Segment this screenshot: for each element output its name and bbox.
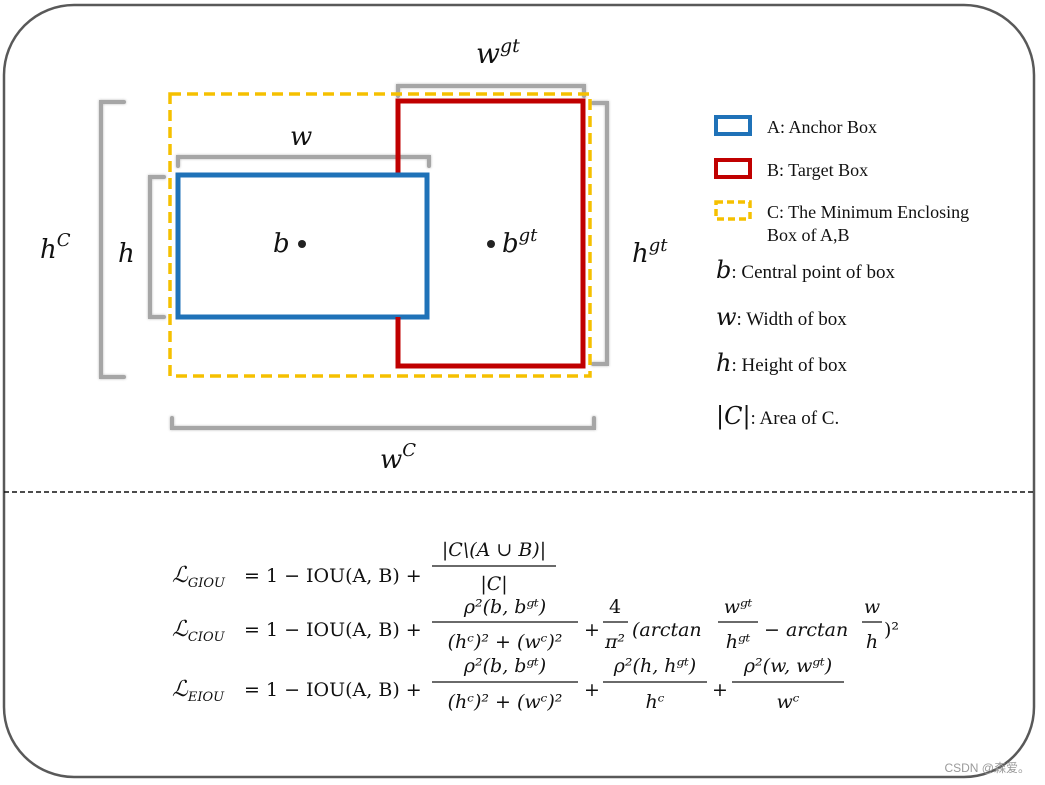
svg-text:+: + bbox=[584, 619, 600, 641]
svg-text:= 1 − IOU(A, B) +: = 1 − IOU(A, B) + bbox=[244, 565, 422, 587]
svg-text:(arctan: (arctan bbox=[632, 619, 702, 641]
svg-text:(hᶜ)² + (wᶜ)²: (hᶜ)² + (wᶜ)² bbox=[448, 631, 563, 653]
svg-text:ℒCIOU: ℒCIOU bbox=[172, 617, 226, 645]
label-w-gt: wgt bbox=[476, 35, 520, 70]
svg-text:ρ²(w, wᵍᵗ): ρ²(w, wᵍᵗ) bbox=[743, 655, 832, 677]
bracket-h-c bbox=[99, 100, 126, 379]
svg-text:|C|: |C| bbox=[480, 573, 507, 595]
svg-text:4: 4 bbox=[609, 596, 621, 618]
svg-text:= 1 − IOU(A, B) +: = 1 − IOU(A, B) + bbox=[244, 619, 422, 641]
legend-anchor-swatch bbox=[714, 115, 752, 136]
svg-text:ℒGIOU: ℒGIOU bbox=[172, 563, 226, 591]
label-b: b bbox=[273, 229, 290, 259]
label-h-c: hC bbox=[40, 230, 71, 265]
bracket-h bbox=[148, 175, 166, 319]
legend-c: |C|: Area of C. bbox=[716, 402, 839, 431]
watermark: CSDN @森爱。 bbox=[944, 760, 1030, 775]
svg-text:+: + bbox=[584, 679, 600, 701]
bracket-w-gt bbox=[396, 84, 586, 98]
svg-text:h: h bbox=[866, 631, 878, 653]
enclosing-box-c bbox=[168, 92, 592, 378]
svg-text:wᶜ: wᶜ bbox=[777, 691, 800, 713]
legend: A: Anchor Box B: Target Box C: The Minim… bbox=[714, 115, 969, 431]
formula-eiou: ℒEIOU = 1 − IOU(A, B) + ρ²(b, bᵍᵗ) (hᶜ)²… bbox=[172, 655, 844, 713]
label-h-gt: hgt bbox=[632, 235, 668, 269]
svg-text:w: w bbox=[864, 596, 880, 618]
legend-target-swatch bbox=[714, 158, 752, 179]
svg-text:= 1 − IOU(A, B) +: = 1 − IOU(A, B) + bbox=[244, 679, 422, 701]
formula-ciou: ℒCIOU = 1 − IOU(A, B) + ρ²(b, bᵍᵗ) (hᶜ)²… bbox=[172, 596, 899, 653]
legend-enclosing-label-1: C: The Minimum Enclosing bbox=[767, 202, 969, 222]
label-w-c: wC bbox=[380, 440, 416, 475]
svg-text:− arctan: − arctan bbox=[764, 619, 848, 641]
outer-frame bbox=[2, 3, 1036, 779]
bracket-w-c bbox=[170, 416, 596, 430]
svg-text:)²: )² bbox=[884, 619, 899, 641]
legend-b: b: Central point of box bbox=[716, 256, 895, 284]
formulas: ℒGIOU = 1 − IOU(A, B) + |C\(A ∪ B)| |C| … bbox=[172, 539, 899, 713]
legend-anchor-label: A: Anchor Box bbox=[767, 117, 877, 137]
svg-text:hᶜ: hᶜ bbox=[646, 691, 665, 713]
svg-text:ρ²(h, hᵍᵗ): ρ²(h, hᵍᵗ) bbox=[613, 655, 696, 677]
svg-text:wᵍᵗ: wᵍᵗ bbox=[724, 596, 753, 618]
legend-enclosing-label-2: Box of A,B bbox=[767, 225, 850, 245]
legend-h: h: Height of box bbox=[716, 349, 848, 377]
svg-text:(hᶜ)² + (wᶜ)²: (hᶜ)² + (wᶜ)² bbox=[448, 691, 563, 713]
label-h: h bbox=[118, 239, 135, 269]
center-point-b bbox=[298, 240, 306, 248]
formula-giou: ℒGIOU = 1 − IOU(A, B) + |C\(A ∪ B)| |C| bbox=[172, 539, 556, 595]
svg-text:hᵍᵗ: hᵍᵗ bbox=[726, 631, 751, 653]
svg-text:ρ²(b, bᵍᵗ): ρ²(b, bᵍᵗ) bbox=[463, 655, 546, 677]
svg-text:|C\(A ∪ B)|: |C\(A ∪ B)| bbox=[442, 539, 546, 561]
bracket-h-gt bbox=[591, 101, 609, 366]
svg-text:ρ²(b, bᵍᵗ): ρ²(b, bᵍᵗ) bbox=[463, 596, 546, 618]
svg-text:π²: π² bbox=[604, 631, 625, 653]
dimension-brackets bbox=[99, 84, 609, 430]
svg-text:+: + bbox=[712, 679, 728, 701]
legend-w: w: Width of box bbox=[716, 303, 847, 331]
label-w: w bbox=[290, 122, 312, 152]
svg-text:ℒEIOU: ℒEIOU bbox=[172, 677, 225, 705]
legend-target-label: B: Target Box bbox=[767, 160, 868, 180]
legend-enclosing-swatch bbox=[714, 200, 752, 221]
label-b-gt: bgt bbox=[502, 225, 538, 259]
bracket-w bbox=[176, 155, 431, 168]
center-point-b-gt bbox=[487, 240, 495, 248]
